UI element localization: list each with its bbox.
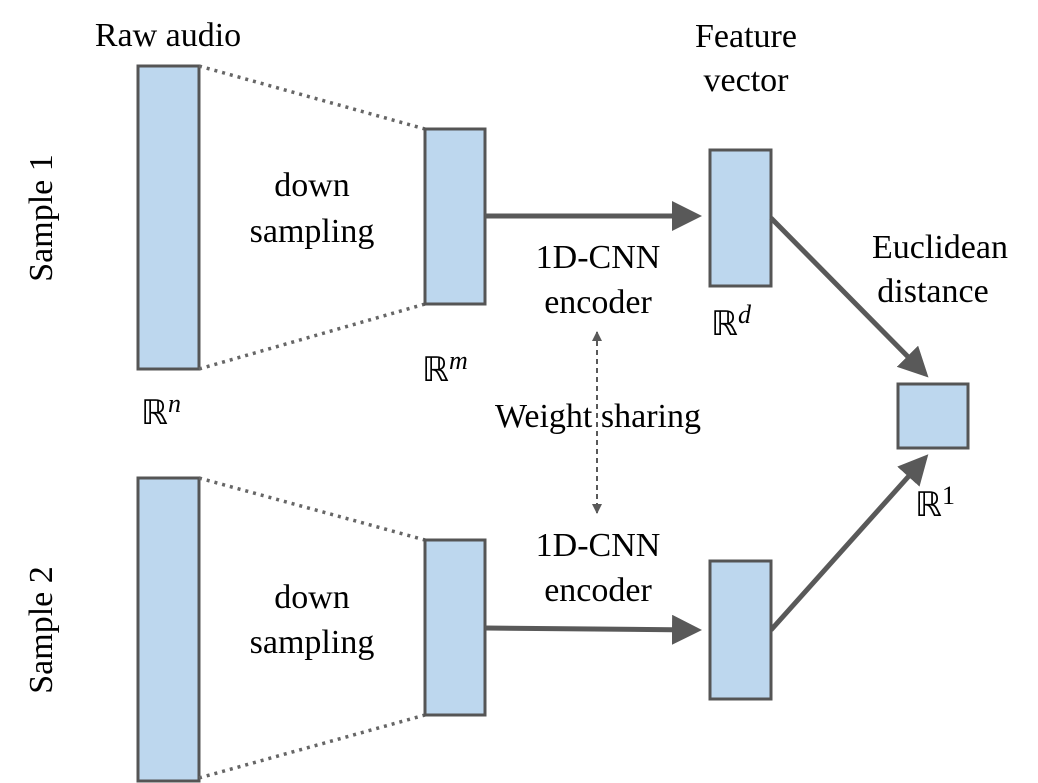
- downsampled-block-2: [423, 538, 487, 717]
- sample-1-label: Sample 1: [23, 154, 60, 281]
- feature-label-line2: vector: [704, 62, 790, 99]
- weight-sharing-label: Weight sharing: [495, 398, 701, 435]
- dim-m-label: ℝm: [422, 346, 468, 389]
- feature-label-line1: Feature: [695, 18, 797, 55]
- downsampling-edge-bottom-2: [198, 713, 426, 780]
- distance-arrow-1: [769, 216, 929, 378]
- dim-n-label: ℝn: [141, 389, 181, 432]
- down-label-1: down: [274, 167, 350, 204]
- sampling-label-1: sampling: [250, 213, 375, 250]
- feature-vector-block-2: [708, 559, 773, 701]
- sampling-label-2: sampling: [250, 624, 375, 661]
- encoder-arrow-2: [484, 614, 702, 645]
- encoder-1-line1: 1D-CNN: [536, 239, 661, 276]
- downsampling-edge-top-2: [198, 476, 426, 542]
- feature-vector-block-1: [708, 148, 773, 288]
- downsampling-edge-top-1: [198, 64, 426, 131]
- distance-output-block: [896, 382, 970, 450]
- raw-audio-block-1: [136, 64, 201, 371]
- sample-2-label: Sample 2: [23, 566, 60, 693]
- encoder-1-line2: encoder: [544, 284, 652, 321]
- euclidean-label-line1: Euclidean: [872, 229, 1008, 266]
- dim-d-label: ℝd: [711, 300, 752, 343]
- euclidean-label-line2: distance: [877, 273, 988, 310]
- downsampling-edge-bottom-1: [198, 302, 426, 371]
- raw-audio-block-2: [136, 476, 201, 783]
- down-label-2: down: [274, 579, 350, 616]
- encoder-2-line2: encoder: [544, 572, 652, 609]
- distance-arrow-2: [769, 454, 929, 632]
- encoder-2-line1: 1D-CNN: [536, 527, 661, 564]
- raw-audio-label: Raw audio: [95, 17, 241, 54]
- dim-1-label: ℝ1: [915, 481, 955, 524]
- downsampled-block-1: [423, 127, 487, 306]
